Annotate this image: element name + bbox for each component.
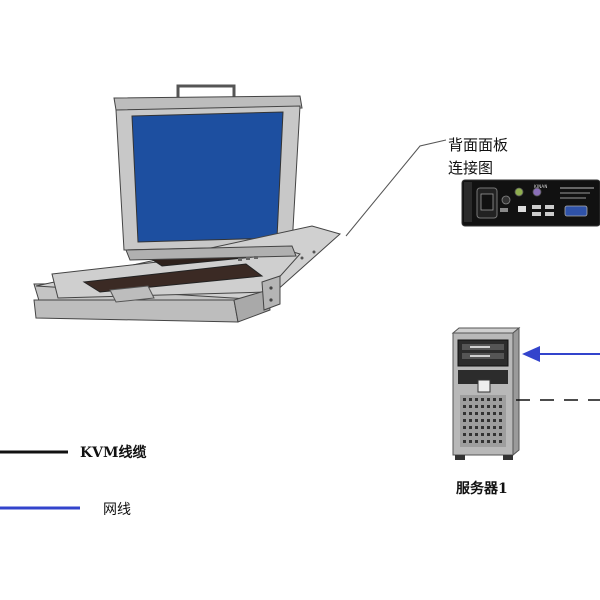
callout-leader-line xyxy=(345,139,447,237)
drawer-front-corner xyxy=(233,289,271,323)
back-panel-label-line1: 背面面板 xyxy=(448,136,509,154)
keyboard xyxy=(82,263,264,293)
drawer-front-lip xyxy=(33,299,239,323)
kvm-back-panel xyxy=(461,179,600,227)
lcd-screen xyxy=(131,111,284,243)
server-power-button xyxy=(477,379,491,393)
vga-port-icon xyxy=(564,205,588,217)
back-panel-label-line2: 连接图 xyxy=(448,159,494,177)
touchpad xyxy=(109,285,155,303)
ps2-keyboard-port-icon xyxy=(532,187,542,197)
kvm-console-drawer xyxy=(33,84,342,323)
kvm-brand-label: KINAN xyxy=(534,184,548,189)
back-panel-label: 背面面板 连接图 xyxy=(448,134,508,180)
usb-port-icon xyxy=(532,205,541,209)
kvm-back-panel-overlay: KINAN xyxy=(462,180,600,226)
server-label: 服务器1 xyxy=(456,481,508,497)
tower-server-1 xyxy=(451,326,521,460)
legend-network-label: 网线 xyxy=(103,502,131,518)
lid-hinge xyxy=(125,245,297,261)
legend-kvm-label: KVM线缆 xyxy=(80,445,147,461)
rack-ear xyxy=(261,275,281,311)
ps2-mouse-port-icon xyxy=(514,187,524,197)
network-arrow-head xyxy=(522,346,540,362)
drawer-handle xyxy=(176,84,236,100)
